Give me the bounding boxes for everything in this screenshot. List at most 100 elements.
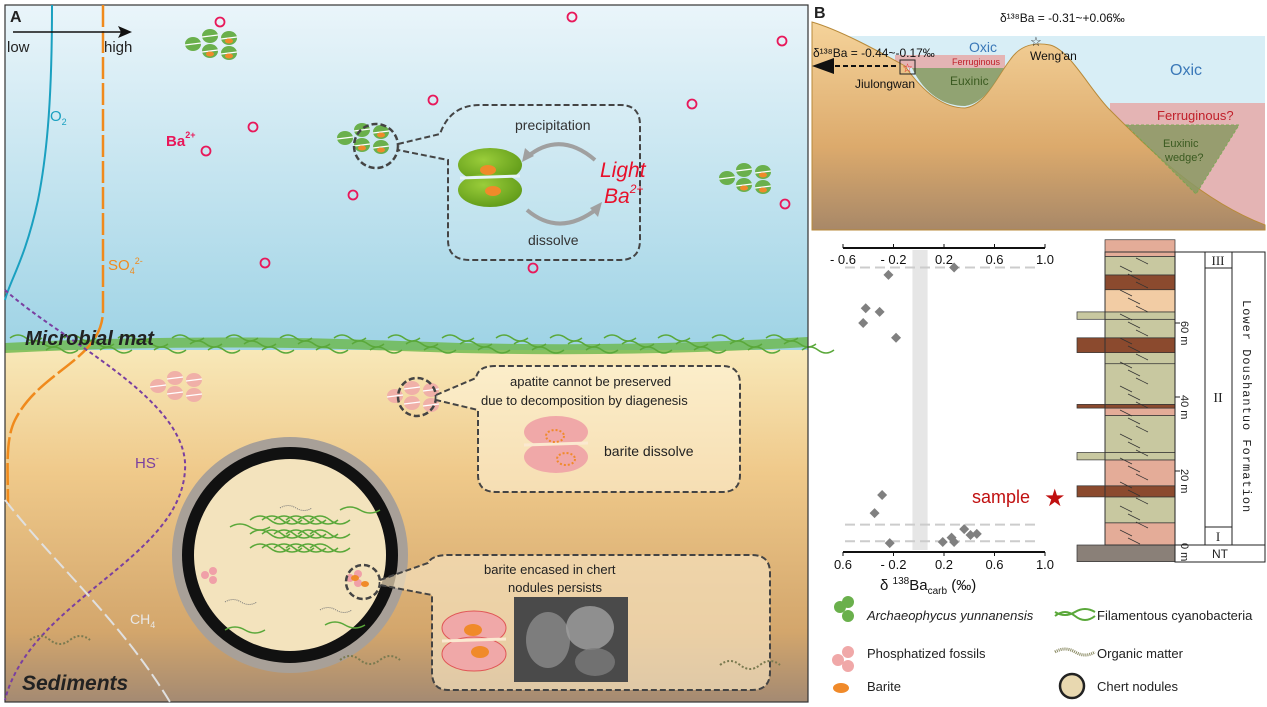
lithology-hatch	[1135, 449, 1149, 457]
ba-isotope-chart: - 0.60.6- 0.2- 0.20.20.20.60.61.01.0 δ 1…	[830, 244, 1066, 597]
barite-grain	[377, 132, 385, 138]
lithology-hatch	[1119, 409, 1133, 417]
lithology-hatch	[1127, 537, 1141, 545]
so4-profile-curve	[6, 5, 105, 506]
euxinic-wedge-label: Euxinic	[1163, 138, 1199, 150]
callout-precipitation: precipitation dissolve Light Ba2+	[352, 104, 647, 261]
lithology-hatch	[1127, 489, 1141, 497]
apatite-line1: apatite cannot be preserved	[510, 374, 671, 389]
dissolve-label: dissolve	[528, 232, 579, 248]
filament	[249, 515, 291, 525]
data-point	[860, 303, 871, 314]
sample-label: sample	[972, 487, 1030, 507]
filament	[285, 543, 327, 553]
filament	[297, 515, 339, 525]
filament	[423, 346, 457, 354]
top-tick-label: - 0.6	[830, 252, 856, 267]
organic-matter-patches	[29, 635, 781, 670]
legend-label-chert: Chert nodules	[1097, 679, 1178, 694]
filament	[261, 515, 303, 525]
lithology-hatch	[1135, 257, 1149, 265]
sample-star-icon: ★	[1044, 485, 1066, 512]
ch4-label: CH4	[130, 611, 155, 630]
archaeophycus-clusters	[184, 29, 772, 194]
filament	[369, 346, 403, 354]
lithology-hatch	[1119, 361, 1133, 369]
arrow-left-icon	[812, 58, 834, 74]
panel-b-basin: B δ¹³⁸Ba = -0.31~+0.06‰ δ¹³⁸Ba = -0.44~-…	[811, 5, 1266, 231]
lithology-hatch	[1119, 433, 1133, 441]
o2-profile-curve	[4, 4, 53, 301]
hs-label: HS-	[135, 453, 159, 472]
x-axis-label: δ 138Bacarb (‰)	[880, 576, 976, 597]
lithology-layer	[1104, 496, 1176, 524]
shaded-band	[912, 250, 928, 550]
callout-chert-barite: barite encased in chert nodules persists	[379, 554, 771, 691]
filament	[261, 346, 295, 354]
bottom-tick-label: 0.6	[985, 557, 1003, 572]
lithology-hatch	[1135, 473, 1149, 481]
filament	[309, 515, 351, 525]
member-i: I	[1216, 529, 1220, 544]
chert-nodule	[172, 437, 408, 673]
filament	[531, 346, 565, 354]
lithology-layer	[1076, 337, 1176, 353]
lithology-layer	[1104, 415, 1176, 453]
microbial-mat-label: Microbial mat	[25, 328, 155, 350]
callout-apatite: apatite cannot be preserved due to decom…	[396, 365, 741, 493]
chert-nodule-icon	[1058, 672, 1086, 700]
barite-icon	[833, 683, 849, 693]
lithology-hatch	[1135, 353, 1149, 361]
lithology-layer	[1104, 274, 1176, 291]
bottom-tick-label: - 0.2	[880, 557, 906, 572]
lithology-hatch	[1119, 337, 1133, 345]
bottom-tick-label: 0.6	[834, 557, 852, 572]
jiulongwan-label: Jiulongwan	[855, 77, 915, 91]
axis-high-label: high	[104, 39, 132, 56]
filament	[693, 346, 727, 354]
organic-matter	[319, 607, 353, 613]
barite-grain	[759, 172, 767, 178]
filament	[477, 346, 511, 354]
lithology-hatch	[1119, 313, 1133, 321]
legend-label-organic: Organic matter	[1097, 646, 1184, 661]
lithology-hatch	[1127, 393, 1141, 401]
precipitation-label: precipitation	[515, 117, 591, 133]
weng-an-label: Weng'an	[1030, 49, 1077, 63]
oxic-label-left: Oxic	[969, 39, 997, 55]
lithology-layer	[1076, 404, 1176, 409]
pink-cells-icon	[832, 654, 844, 666]
ba-ion-circle	[347, 189, 359, 201]
panel-a-border	[4, 4, 809, 703]
data-point	[971, 528, 982, 539]
barite-grain	[740, 185, 748, 191]
water-column	[5, 5, 808, 350]
filament	[261, 543, 303, 553]
phosphatized-cell	[201, 571, 209, 579]
weng-an-value: δ¹³⁸Ba = -0.31~+0.06‰	[1000, 11, 1125, 25]
lithology-layer	[1076, 311, 1176, 320]
lithology-hatch	[1127, 417, 1141, 425]
lithology-layer	[1104, 459, 1176, 487]
green-cells-icon	[842, 596, 854, 608]
lithology-layer	[1104, 289, 1176, 313]
ba-ion-circle	[214, 16, 226, 28]
lithology-layer	[1076, 544, 1176, 562]
ba-ion-circle	[527, 262, 539, 274]
cell-cluster	[718, 163, 772, 194]
lithology-hatch	[1127, 465, 1141, 473]
data-point	[869, 508, 880, 519]
green-cells-icon	[842, 610, 854, 622]
lithology-layer	[1104, 363, 1176, 405]
filament	[229, 523, 271, 531]
legend-label-filamentous: Filamentous cyanobacteria	[1097, 608, 1253, 623]
data-point	[949, 262, 960, 273]
stratigraphic-column: III II I NT Lower Doushantuo Formation 0…	[1076, 239, 1266, 563]
lithology-hatch	[1127, 513, 1141, 521]
light-ba-label: Light	[600, 159, 647, 182]
barite-grain	[358, 145, 366, 151]
euxinic-wedge-label-2: wedge?	[1164, 152, 1204, 164]
lithology-layer	[1076, 485, 1176, 498]
member-ii: II	[1213, 391, 1223, 406]
